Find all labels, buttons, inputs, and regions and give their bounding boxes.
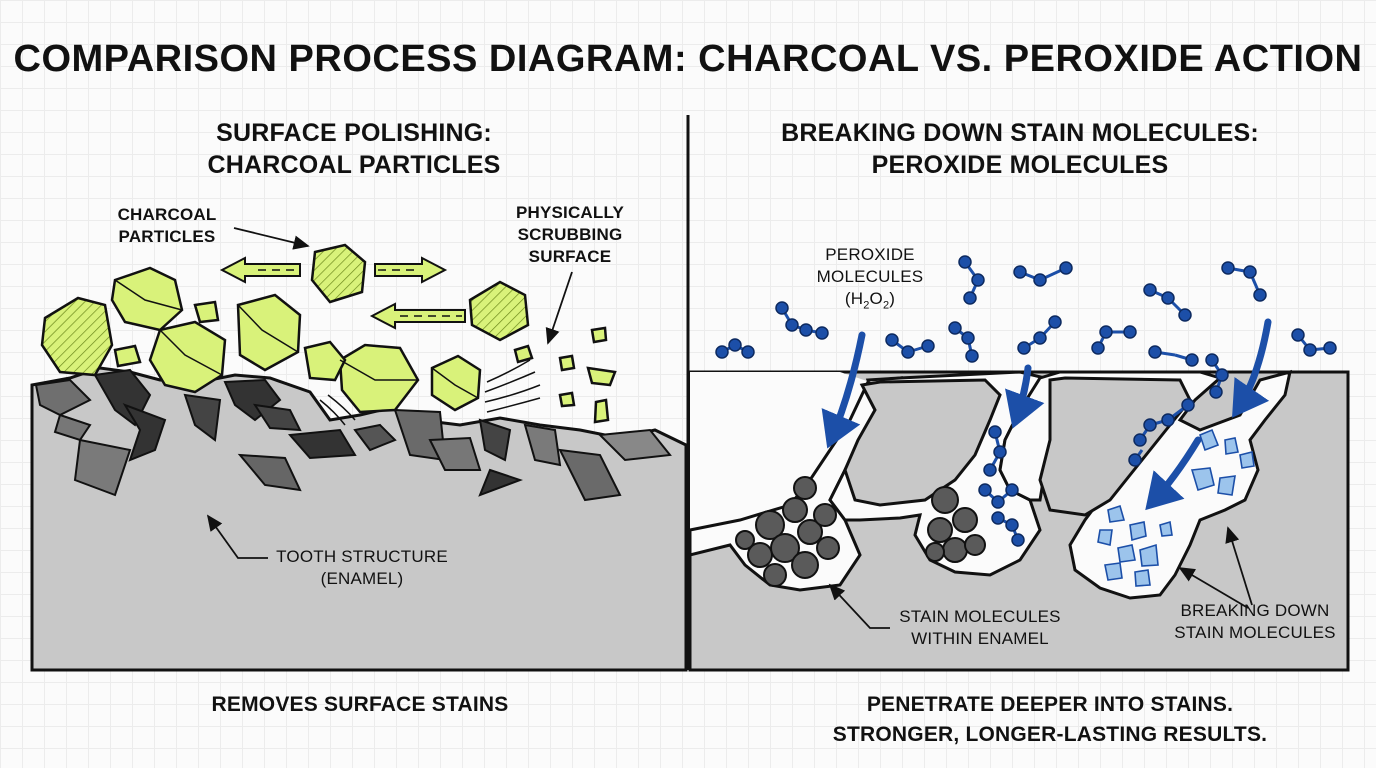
scrubbing-label-line3: SURFACE [528,247,612,266]
breaking-down-label: BREAKING DOWN STAIN MOLECULES [1160,600,1350,644]
right-caption: PENETRATE DEEPER INTO STAINS. STRONGER, … [780,690,1320,750]
right-caption-line1: PENETRATE DEEPER INTO STAINS. [866,693,1234,716]
scrubbing-label-line1: PHYSICALLY [515,203,625,222]
stain-molecules-label-line2: WITHIN ENAMEL [911,629,1049,648]
right-pointers [828,526,1253,629]
particle-facets [114,279,479,399]
tooth-structure-label-line2: (ENAMEL) [320,569,404,588]
stain-shards-left [34,368,672,502]
formula-mid: O [869,289,883,308]
charcoal-particles-label-line2: PARTICLES [118,227,216,246]
scrubbing-label: PHYSICALLY SCRUBBING SURFACE [500,202,640,268]
motion-arrow-dashes [258,269,462,317]
tooth-structure-label: TOOTH STRUCTURE (ENAMEL) [262,546,462,590]
page-title: COMPARISON PROCESS DIAGRAM: CHARCOAL VS.… [13,38,1363,80]
stain-molecules-label: STAIN MOLECULES WITHIN ENAMEL [880,606,1080,650]
right-panel-heading: BREAKING DOWN STAIN MOLECULES: PEROXIDE … [760,117,1280,181]
right-caption-line2: STRONGER, LONGER-LASTING RESULTS. [832,723,1268,746]
left-panel-heading: SURFACE POLISHING: CHARCOAL PARTICLES [184,117,524,181]
formula-close: ) [889,289,896,308]
peroxide-label: PEROXIDE MOLECULES (H2O2) [800,244,940,316]
right-heading-line2: PEROXIDE MOLECULES [871,151,1169,179]
right-enamel-block [688,369,1350,672]
peroxide-label-line1: PEROXIDE [825,245,915,264]
formula-sub1: 2 [863,299,870,312]
tooth-structure-label-line1: TOOTH STRUCTURE [276,547,448,566]
left-caption: REMOVES SURFACE STAINS [211,693,509,716]
broken-stain-fragments [1097,428,1255,587]
left-heading-line2: CHARCOAL PARTICLES [207,151,501,179]
breaking-down-label-line2: STAIN MOLECULES [1174,623,1336,642]
charcoal-particles-label: CHARCOAL PARTICLES [112,204,222,248]
left-heading-line1: SURFACE POLISHING: [216,119,492,147]
charcoal-particles-label-line1: CHARCOAL [117,205,217,224]
stain-clusters [735,476,986,587]
left-pointers [206,227,573,559]
right-heading-line1: BREAKING DOWN STAIN MOLECULES: [781,119,1259,147]
formula-open: (H [844,289,864,308]
breaking-down-label-line1: BREAKING DOWN [1180,601,1330,620]
peroxide-label-line2: MOLECULES [816,267,924,286]
peroxide-arrows [821,318,1272,511]
formula-sub2: 2 [882,299,890,312]
peroxide-formula: (H2O2) [800,288,940,316]
scrub-lines [319,359,541,426]
scrubbing-label-line2: SCRUBBING [517,225,623,244]
peroxide-molecules [715,255,1337,547]
stain-molecules-label-line1: STAIN MOLECULES [899,607,1061,626]
